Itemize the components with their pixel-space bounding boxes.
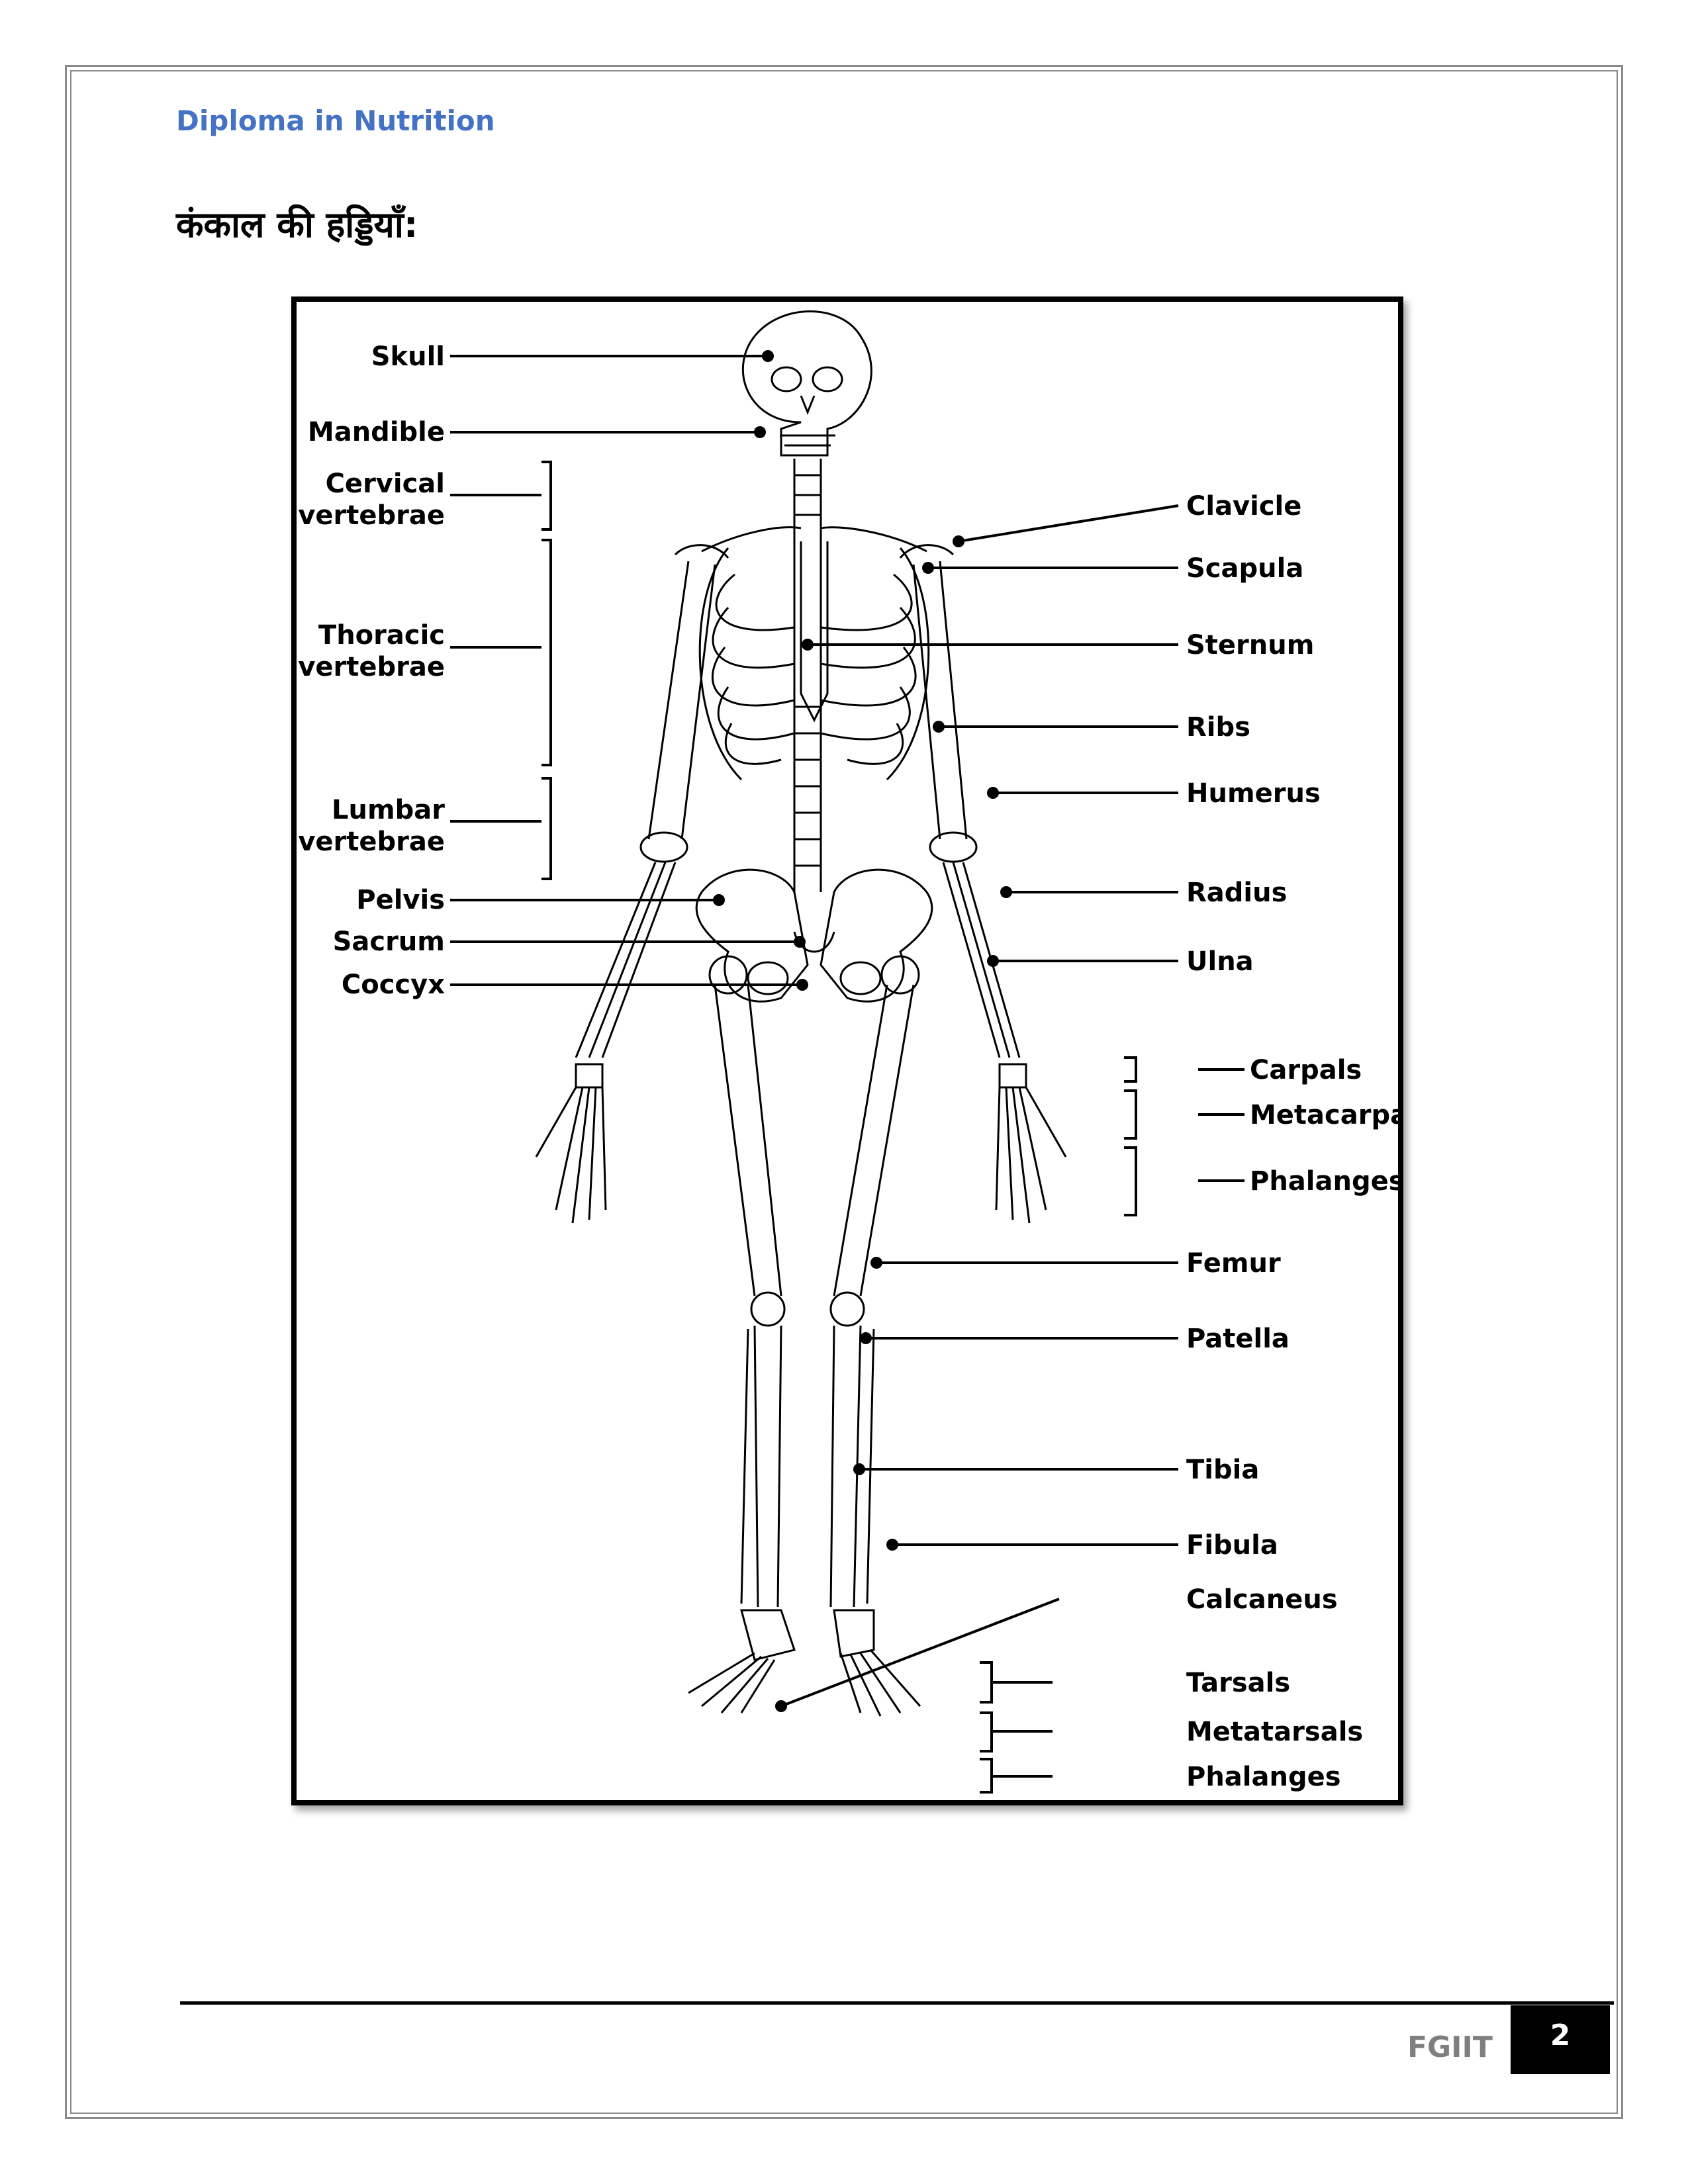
pelvis-shape [695,868,933,1003]
label-sternum: Sternum [1186,630,1314,660]
page-number: 2 [1550,2019,1571,2052]
label-thoracic-line2: vertebrae [298,652,445,682]
label-cervical-line2: vertebrae [298,500,445,531]
label-humerus: Humerus [1186,778,1321,809]
page-number-box [1511,2005,1610,2074]
page-border-inner [70,70,1618,2114]
label-clavicle: Clavicle [1186,491,1301,522]
label-femur: Femur [1186,1248,1281,1279]
label-metatarsals: Metatarsals [1186,1717,1363,1747]
page-border-outer [65,65,1623,2119]
label-thoracic-line1: Thoracic [318,620,445,651]
label-fibula: Fibula [1186,1530,1278,1561]
label-tibia: Tibia [1186,1455,1259,1485]
label-lumbar-line2: vertebrae [298,827,445,857]
label-cervical-line1: Cervical [326,469,445,499]
ribcage-shape [698,541,930,781]
label-phalanges-foot: Phalanges [1186,1762,1341,1792]
spine-shape [793,459,822,892]
label-phalanges-hand: Phalanges [1250,1166,1403,1197]
footer-brand: FGIIT [1407,2030,1493,2064]
label-tarsals: Tarsals [1186,1668,1290,1698]
label-carpals: Carpals [1250,1055,1362,1085]
arms-shape [575,561,1021,1058]
label-mandible: Mandible [308,417,445,447]
hands-shape [535,1063,1067,1224]
course-header: Diploma in Nutrition [176,105,495,137]
label-ulna: Ulna [1186,946,1254,977]
feet-shape [688,1609,921,1717]
label-scapula: Scapula [1186,553,1303,584]
label-patella: Patella [1186,1324,1289,1354]
label-dots [713,350,1012,1712]
leader-lines [450,355,1244,1794]
skull-shape [741,310,872,457]
label-radius: Radius [1186,878,1287,908]
legs-shape [708,955,920,1608]
label-calcaneus: Calcaneus [1186,1584,1338,1615]
skeleton-diagram: Skull Mandible Cervical vertebrae Thorac… [298,310,1403,1794]
footer-rule [180,2001,1614,2005]
label-pelvis: Pelvis [356,885,445,915]
skeleton-drawing [535,310,1067,1717]
section-heading: कंकाल की हड्डियाँ: [176,204,418,246]
label-ribs: Ribs [1186,712,1250,743]
label-metacarpals: Metacarpals [1250,1100,1403,1130]
label-skull: Skull [371,341,445,372]
label-sacrum: Sacrum [333,927,445,957]
label-lumbar-line1: Lumbar [332,795,445,825]
label-coccyx: Coccyx [342,970,445,1000]
diagram-frame [291,296,1403,1805]
